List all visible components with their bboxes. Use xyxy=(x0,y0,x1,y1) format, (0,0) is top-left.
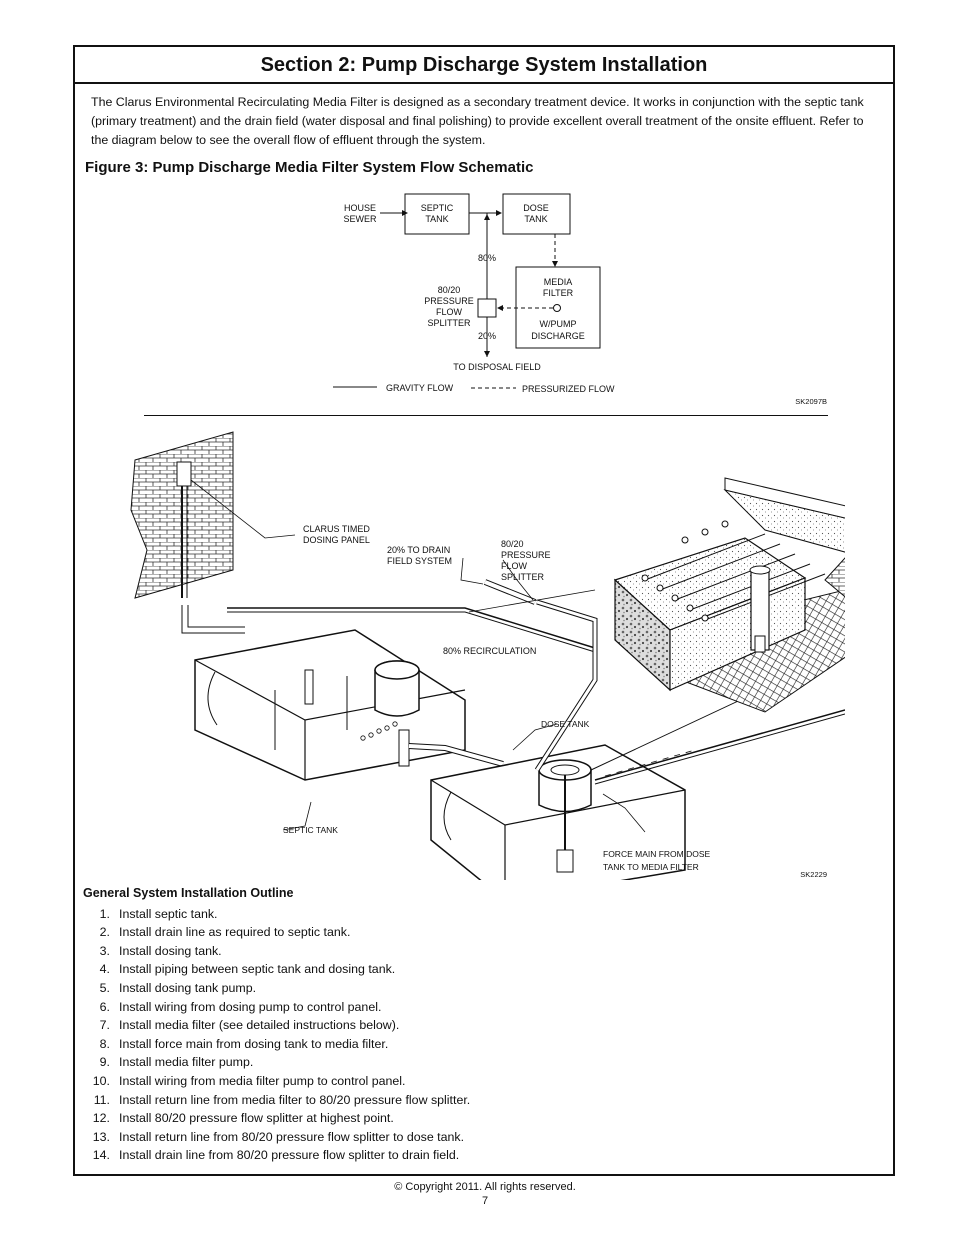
step-number: 5. xyxy=(99,980,110,995)
svg-text:SPLITTER: SPLITTER xyxy=(427,318,471,328)
step-text: Install force main from dosing tank to m… xyxy=(119,1036,389,1051)
septic-tank xyxy=(194,629,466,781)
step-number: 12. xyxy=(92,1111,110,1126)
label-splitter: SPLITTER xyxy=(501,572,545,582)
svg-text:W/PUMP: W/PUMP xyxy=(540,319,577,329)
step-text: Install dosing tank pump. xyxy=(119,980,257,995)
schematic-code: SK2097B xyxy=(795,397,827,406)
outline-heading: General System Installation Outline xyxy=(83,886,294,900)
disposal-label: TO DISPOSAL FIELD xyxy=(453,362,541,372)
pct-80-label: 80% xyxy=(478,253,496,263)
step-text: Install return line from media filter to… xyxy=(119,1092,471,1107)
intro-paragraph: The Clarus Environmental Recirculating M… xyxy=(91,95,864,147)
section-title: Section 2: Pump Discharge System Install… xyxy=(260,54,708,76)
step-number: 8. xyxy=(99,1036,110,1051)
outline-step: 10. Install wiring from media filter pump… xyxy=(83,1072,863,1091)
step-number: 6. xyxy=(99,999,110,1014)
svg-text:SEPTIC: SEPTIC xyxy=(421,203,454,213)
outline-step: 12. Install 80/20 pressure flow splitter … xyxy=(83,1109,863,1128)
svg-text:DOSE: DOSE xyxy=(523,203,549,213)
svg-text:FLOW: FLOW xyxy=(436,307,463,317)
outline-step: 3. Install dosing tank. xyxy=(83,942,863,961)
label-recirc: 80% RECIRCULATION xyxy=(443,646,536,656)
label-splitter: 80/20 xyxy=(501,539,524,549)
legend-pressurized: PRESSURIZED FLOW xyxy=(522,384,615,394)
label-splitter: PRESSURE xyxy=(501,550,551,560)
steps-list: 1. Install septic tank. 2. Install drain li… xyxy=(83,905,863,1165)
step-number: 7. xyxy=(99,1018,110,1033)
label-panel: CLARUS TIMED xyxy=(303,524,370,534)
step-number: 11. xyxy=(93,1092,110,1107)
splitter-box xyxy=(477,298,497,318)
step-text: Install drain line as required to septic… xyxy=(119,925,351,940)
page-number: 7 xyxy=(481,1195,489,1207)
pct-20-label: 20% xyxy=(478,331,496,341)
house-sewer-label: SEWER xyxy=(343,214,377,224)
label-dose-tank: DOSE TANK xyxy=(541,719,590,729)
outline-step: 9. Install media filter pump. xyxy=(83,1053,863,1072)
step-text: Install piping between septic tank and d… xyxy=(119,962,396,977)
installation-drawing: CLARUS TIMED DOSING PANEL 20% TO DRAIN F… xyxy=(130,431,845,880)
dose-tank xyxy=(430,744,686,880)
step-text: Install wiring from dosing pump to contr… xyxy=(119,999,382,1014)
svg-text:DISCHARGE: DISCHARGE xyxy=(531,331,585,341)
step-text: Install 80/20 pressure flow splitter at … xyxy=(119,1111,394,1126)
svg-text:TANK: TANK xyxy=(524,214,547,224)
step-number: 1. xyxy=(99,906,110,921)
step-number: 13. xyxy=(92,1129,110,1144)
label-panel: DOSING PANEL xyxy=(303,535,370,545)
step-number: 14. xyxy=(92,1148,110,1163)
figure-title: Figure 3: Pump Discharge Media Filter Sy… xyxy=(85,159,534,176)
svg-text:PRESSURE: PRESSURE xyxy=(424,296,474,306)
svg-text:MEDIA: MEDIA xyxy=(544,277,573,287)
outline-step: 4. Install piping between septic tank and… xyxy=(83,960,863,979)
outline-step: 5. Install dosing tank pump. xyxy=(83,979,863,998)
installation-outline: General System Installation Outline 1. In… xyxy=(83,884,863,1165)
label-force-main: TANK TO MEDIA FILTER xyxy=(603,862,699,872)
outline-step: 1. Install septic tank. xyxy=(83,905,863,924)
svg-text:TANK: TANK xyxy=(425,214,448,224)
step-number: 2. xyxy=(99,925,110,940)
step-number: 4. xyxy=(99,962,110,977)
page-footer: © Copyright 2011. All rights reserved. 7 xyxy=(0,1180,954,1208)
step-text: Install dosing tank. xyxy=(119,943,222,958)
step-text: Install media filter (see detailed instr… xyxy=(119,1018,400,1033)
control-panel xyxy=(176,461,192,487)
label-force-main: FORCE MAIN FROM DOSE xyxy=(603,849,711,859)
outline-step: 11. Install return line from media filter… xyxy=(83,1091,863,1110)
label-splitter: FLOW xyxy=(501,561,528,571)
dose-tank-box xyxy=(502,193,571,235)
outline-step: 7. Install media filter (see detailed ins… xyxy=(83,1016,863,1035)
svg-text:80/20: 80/20 xyxy=(438,285,461,295)
step-number: 9. xyxy=(99,1055,110,1070)
step-text: Install drain line from 80/20 pressure f… xyxy=(119,1148,460,1163)
outline-step: 14. Install drain line from 80/20 pressur… xyxy=(83,1146,863,1165)
outline-step: 8. Install force main from dosing tank to… xyxy=(83,1035,863,1054)
step-text: Install media filter pump. xyxy=(119,1055,254,1070)
svg-text:FILTER: FILTER xyxy=(543,288,574,298)
step-number: 10. xyxy=(92,1073,110,1088)
step-text: Install return line from 80/20 pressure … xyxy=(119,1129,465,1144)
step-number: 3. xyxy=(99,943,110,958)
house-sewer-label: HOUSE xyxy=(344,203,376,213)
step-text: Install wiring from media filter pump to… xyxy=(119,1073,406,1088)
outline-step: 6. Install wiring from dosing pump to con… xyxy=(83,998,863,1017)
legend-gravity: GRAVITY FLOW xyxy=(386,383,454,393)
figure-divider xyxy=(144,415,828,416)
page-frame: Section 2: Pump Discharge System Install… xyxy=(73,45,895,1176)
label-septic-tank: SEPTIC TANK xyxy=(283,825,338,835)
section-header: Section 2: Pump Discharge System Install… xyxy=(75,47,893,84)
septic-tank-box xyxy=(404,193,470,235)
drawing-code: SK2229 xyxy=(800,870,827,879)
label-drain: FIELD SYSTEM xyxy=(387,556,452,566)
label-drain: 20% TO DRAIN xyxy=(387,545,450,555)
flow-schematic: HOUSE SEWER SEPTIC TANK DOSE TANK 80% 80 xyxy=(333,193,827,406)
copyright: © Copyright 2011. All rights reserved. xyxy=(394,1181,576,1193)
step-text: Install septic tank. xyxy=(119,906,218,921)
outline-step: 13. Install return line from 80/20 pressu… xyxy=(83,1128,863,1147)
outline-step: 2. Install drain line as required to sept… xyxy=(83,923,863,942)
